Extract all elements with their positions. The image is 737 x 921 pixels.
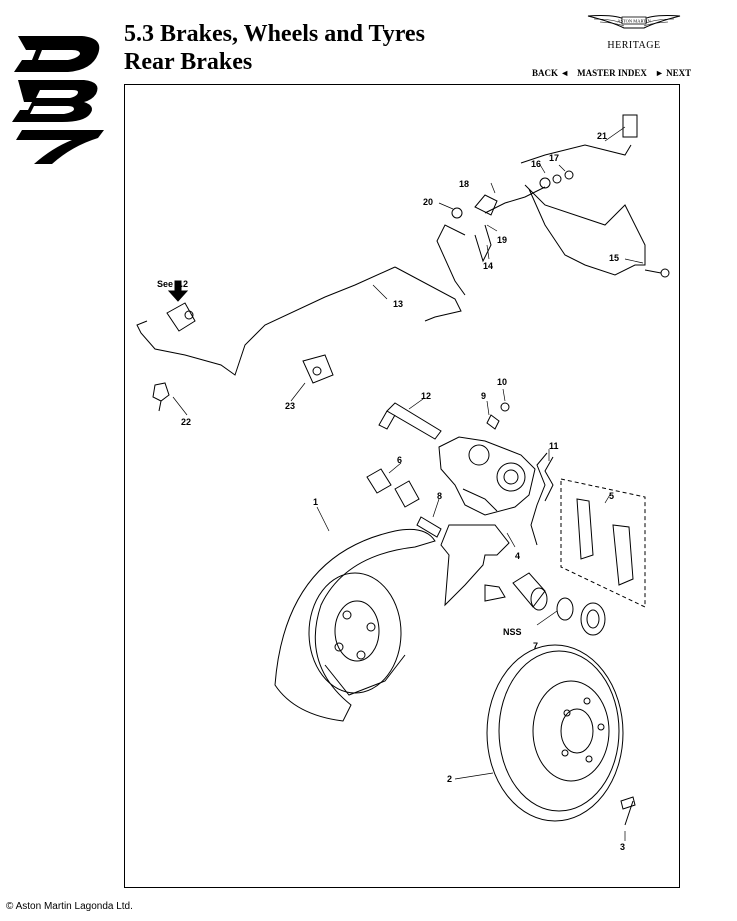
backing-plate-1 xyxy=(274,528,436,722)
nav-bar: BACK ◄ MASTER INDEX ► NEXT xyxy=(532,68,691,78)
callout-5: 5 xyxy=(609,491,614,501)
callout-12: 12 xyxy=(421,391,431,401)
callout-2: 2 xyxy=(447,774,452,784)
page-title: 5.3 Brakes, Wheels and Tyres Rear Brakes xyxy=(124,20,425,76)
callout-16: 16 xyxy=(531,159,541,169)
callout-11: 11 xyxy=(549,441,559,451)
callout-labels: 1 2 3 4 5 6 7 8 9 10 11 12 13 14 15 16 1… xyxy=(157,131,625,852)
back-link[interactable]: BACK ◄ xyxy=(532,68,570,78)
callout-3: 3 xyxy=(620,842,625,852)
rear-brakes-diagram: 1 2 3 4 5 6 7 8 9 10 11 12 13 14 15 16 1… xyxy=(136,114,670,852)
title-subsection: Rear Brakes xyxy=(124,49,253,75)
nss-label: NSS xyxy=(503,627,522,637)
master-index-link[interactable]: MASTER INDEX xyxy=(577,68,647,78)
junction-block-23 xyxy=(302,354,334,384)
callout-18: 18 xyxy=(459,179,469,189)
title-section: 5.3 Brakes, Wheels and Tyres xyxy=(124,21,425,47)
brake-pads-5 xyxy=(560,478,646,608)
callout-19: 19 xyxy=(497,235,507,245)
disc-screw-3 xyxy=(620,796,636,826)
callout-17: 17 xyxy=(549,153,559,163)
callout-15: 15 xyxy=(609,253,619,263)
caliper-carrier-4 xyxy=(440,524,510,607)
next-link[interactable]: ► NEXT xyxy=(654,68,692,78)
callout-13: 13 xyxy=(393,299,403,309)
brake-pipe-right xyxy=(520,114,670,278)
callout-21: 21 xyxy=(597,131,607,141)
callout-14: 14 xyxy=(483,261,493,271)
brake-fittings xyxy=(436,170,574,296)
callout-4: 4 xyxy=(515,551,520,561)
callout-7: 7 xyxy=(533,641,538,651)
callout-23: 23 xyxy=(285,401,295,411)
callout-22: 22 xyxy=(181,417,191,427)
see-5-2-label: See 5.2 xyxy=(157,279,188,289)
wings-icon: ASTON MARTIN xyxy=(587,15,681,29)
aston-martin-badge: ASTON MARTIN HERITAGE xyxy=(584,10,684,51)
db7-logo xyxy=(12,36,104,164)
union-fitting xyxy=(166,280,196,332)
caliper-housing xyxy=(438,436,536,516)
anti-rattle-spring-11 xyxy=(530,452,554,546)
copyright: © Aston Martin Lagonda Ltd. xyxy=(6,901,133,912)
callout-6: 6 xyxy=(397,455,402,465)
heritage-label: HERITAGE xyxy=(607,40,661,51)
guide-bolt-12 xyxy=(378,402,442,440)
leader-lines xyxy=(172,126,644,841)
caliper-piston xyxy=(512,572,606,636)
brake-pipe-13 xyxy=(136,266,462,376)
diagram-frame: 1 2 3 4 5 6 7 8 9 10 11 12 13 14 15 16 1… xyxy=(124,84,680,888)
pipe-clip-22 xyxy=(152,382,170,412)
badge-text: ASTON MARTIN xyxy=(617,19,651,24)
callout-9: 9 xyxy=(481,391,486,401)
guide-pin-8 xyxy=(416,516,442,538)
callout-20: 20 xyxy=(423,197,433,207)
callout-8: 8 xyxy=(437,491,442,501)
callout-10: 10 xyxy=(497,377,507,387)
brake-disc-2 xyxy=(486,644,624,822)
guide-bushes-6 xyxy=(366,468,420,508)
callout-1: 1 xyxy=(313,497,318,507)
bleed-screw xyxy=(486,402,510,430)
